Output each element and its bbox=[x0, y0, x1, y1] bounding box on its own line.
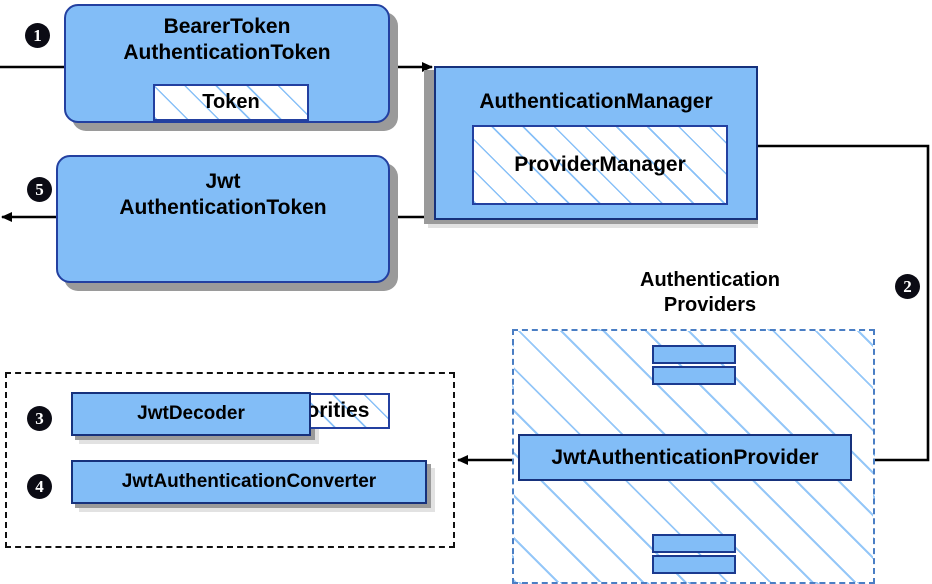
authentication-providers-label: Authentication Providers bbox=[560, 268, 860, 318]
node-token[interactable]: Token bbox=[153, 84, 309, 121]
node-jwt-decoder[interactable]: JwtDecoder bbox=[71, 392, 311, 436]
node-jwt-authentication-token[interactable]: Jwt AuthenticationToken Jwt Authorities bbox=[56, 155, 390, 429]
bearer-token-title: BearerToken AuthenticationToken bbox=[66, 14, 388, 66]
auth-manager-title: AuthenticationManager bbox=[479, 90, 713, 113]
bearer-token-title-line1: BearerToken bbox=[163, 15, 291, 38]
step-badge-3: 3 bbox=[27, 406, 52, 431]
jwt-token-title: Jwt AuthenticationToken bbox=[58, 169, 388, 221]
step-badge-1: 1 bbox=[25, 23, 50, 48]
providers-label-line1: Authentication bbox=[640, 269, 780, 291]
provider-placeholder-bar-bottom-2 bbox=[652, 555, 736, 574]
bearer-token-title-line2: AuthenticationToken bbox=[123, 41, 331, 64]
node-bearer-token-authentication-token[interactable]: BearerToken AuthenticationToken Token bbox=[64, 4, 390, 123]
provider-placeholder-bar-top-1 bbox=[652, 345, 736, 364]
jwt-token-title-line1: Jwt bbox=[205, 170, 241, 193]
jwt-support-components-group bbox=[5, 372, 455, 548]
node-authentication-manager[interactable]: AuthenticationManager ProviderManager bbox=[434, 66, 758, 220]
step-badge-5: 5 bbox=[27, 177, 52, 202]
node-jwt-authentication-provider[interactable]: JwtAuthenticationProvider bbox=[518, 434, 852, 481]
node-jwt-authentication-converter[interactable]: JwtAuthenticationConverter bbox=[71, 460, 427, 504]
step-badge-4: 4 bbox=[27, 474, 52, 499]
step-badge-2: 2 bbox=[895, 274, 920, 299]
node-provider-manager[interactable]: ProviderManager bbox=[472, 125, 728, 205]
provider-placeholder-bar-bottom-1 bbox=[652, 534, 736, 553]
providers-label-line2: Providers bbox=[663, 294, 757, 316]
connector-manager-to-provider bbox=[757, 144, 930, 465]
jwt-token-title-line2: AuthenticationToken bbox=[119, 196, 327, 219]
provider-placeholder-bar-top-2 bbox=[652, 366, 736, 385]
